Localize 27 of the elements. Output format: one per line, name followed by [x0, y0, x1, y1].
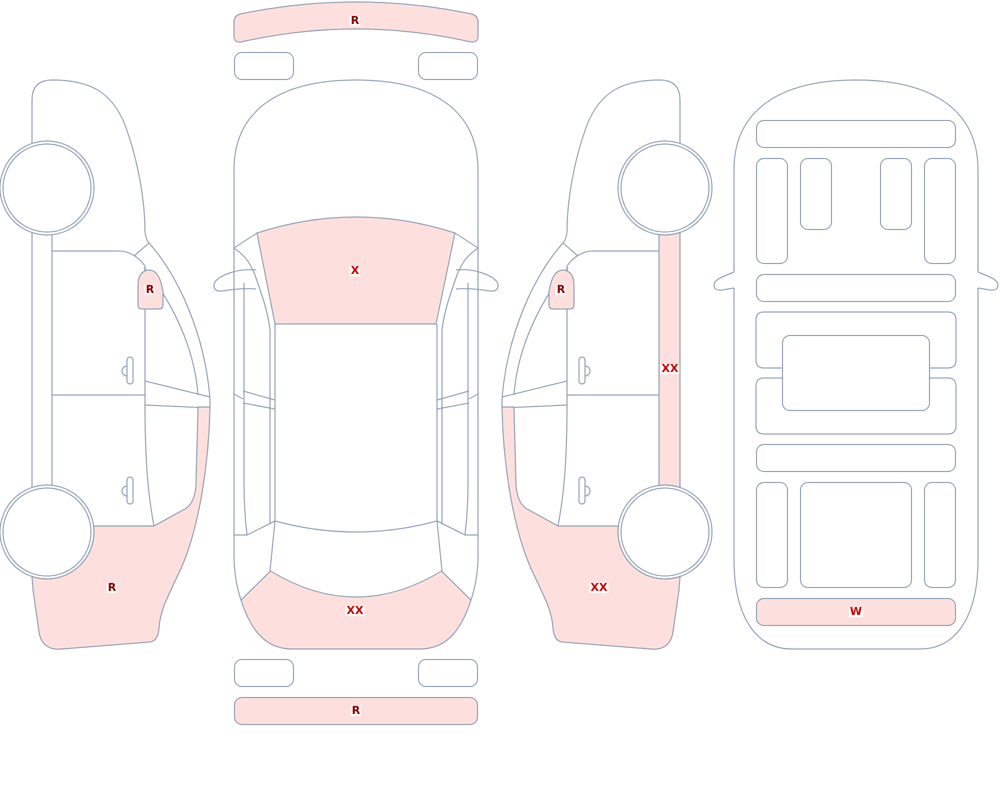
- interior-panel: [756, 598, 956, 626]
- damage-code: R: [350, 706, 362, 716]
- interior-panel: [800, 158, 832, 230]
- interior-panel: [756, 274, 956, 302]
- interior-panel: [782, 335, 930, 411]
- damage-code: R: [106, 583, 118, 593]
- body-panel: [418, 659, 478, 687]
- interior-panel: [756, 482, 788, 588]
- damage-code: W: [848, 607, 864, 617]
- body-panel: [234, 52, 294, 80]
- body-panel: [418, 52, 478, 80]
- interior-panel: [880, 158, 912, 230]
- interior-panel: [924, 158, 956, 264]
- interior-panel: [756, 158, 788, 264]
- interior-panel: [800, 482, 912, 588]
- damage-code: XX: [660, 364, 680, 374]
- bumper-panel: [234, 697, 478, 725]
- damage-code: XX: [346, 606, 364, 616]
- interior-panel: [756, 120, 956, 148]
- damage-code: X: [350, 266, 360, 276]
- interior-panel: [756, 444, 956, 472]
- damage-code: R: [556, 285, 566, 295]
- damage-code: XX: [590, 583, 608, 593]
- body-panel: [234, 659, 294, 687]
- damage-code: R: [350, 16, 360, 26]
- damage-code: R: [144, 285, 156, 295]
- interior-panel: [924, 482, 956, 588]
